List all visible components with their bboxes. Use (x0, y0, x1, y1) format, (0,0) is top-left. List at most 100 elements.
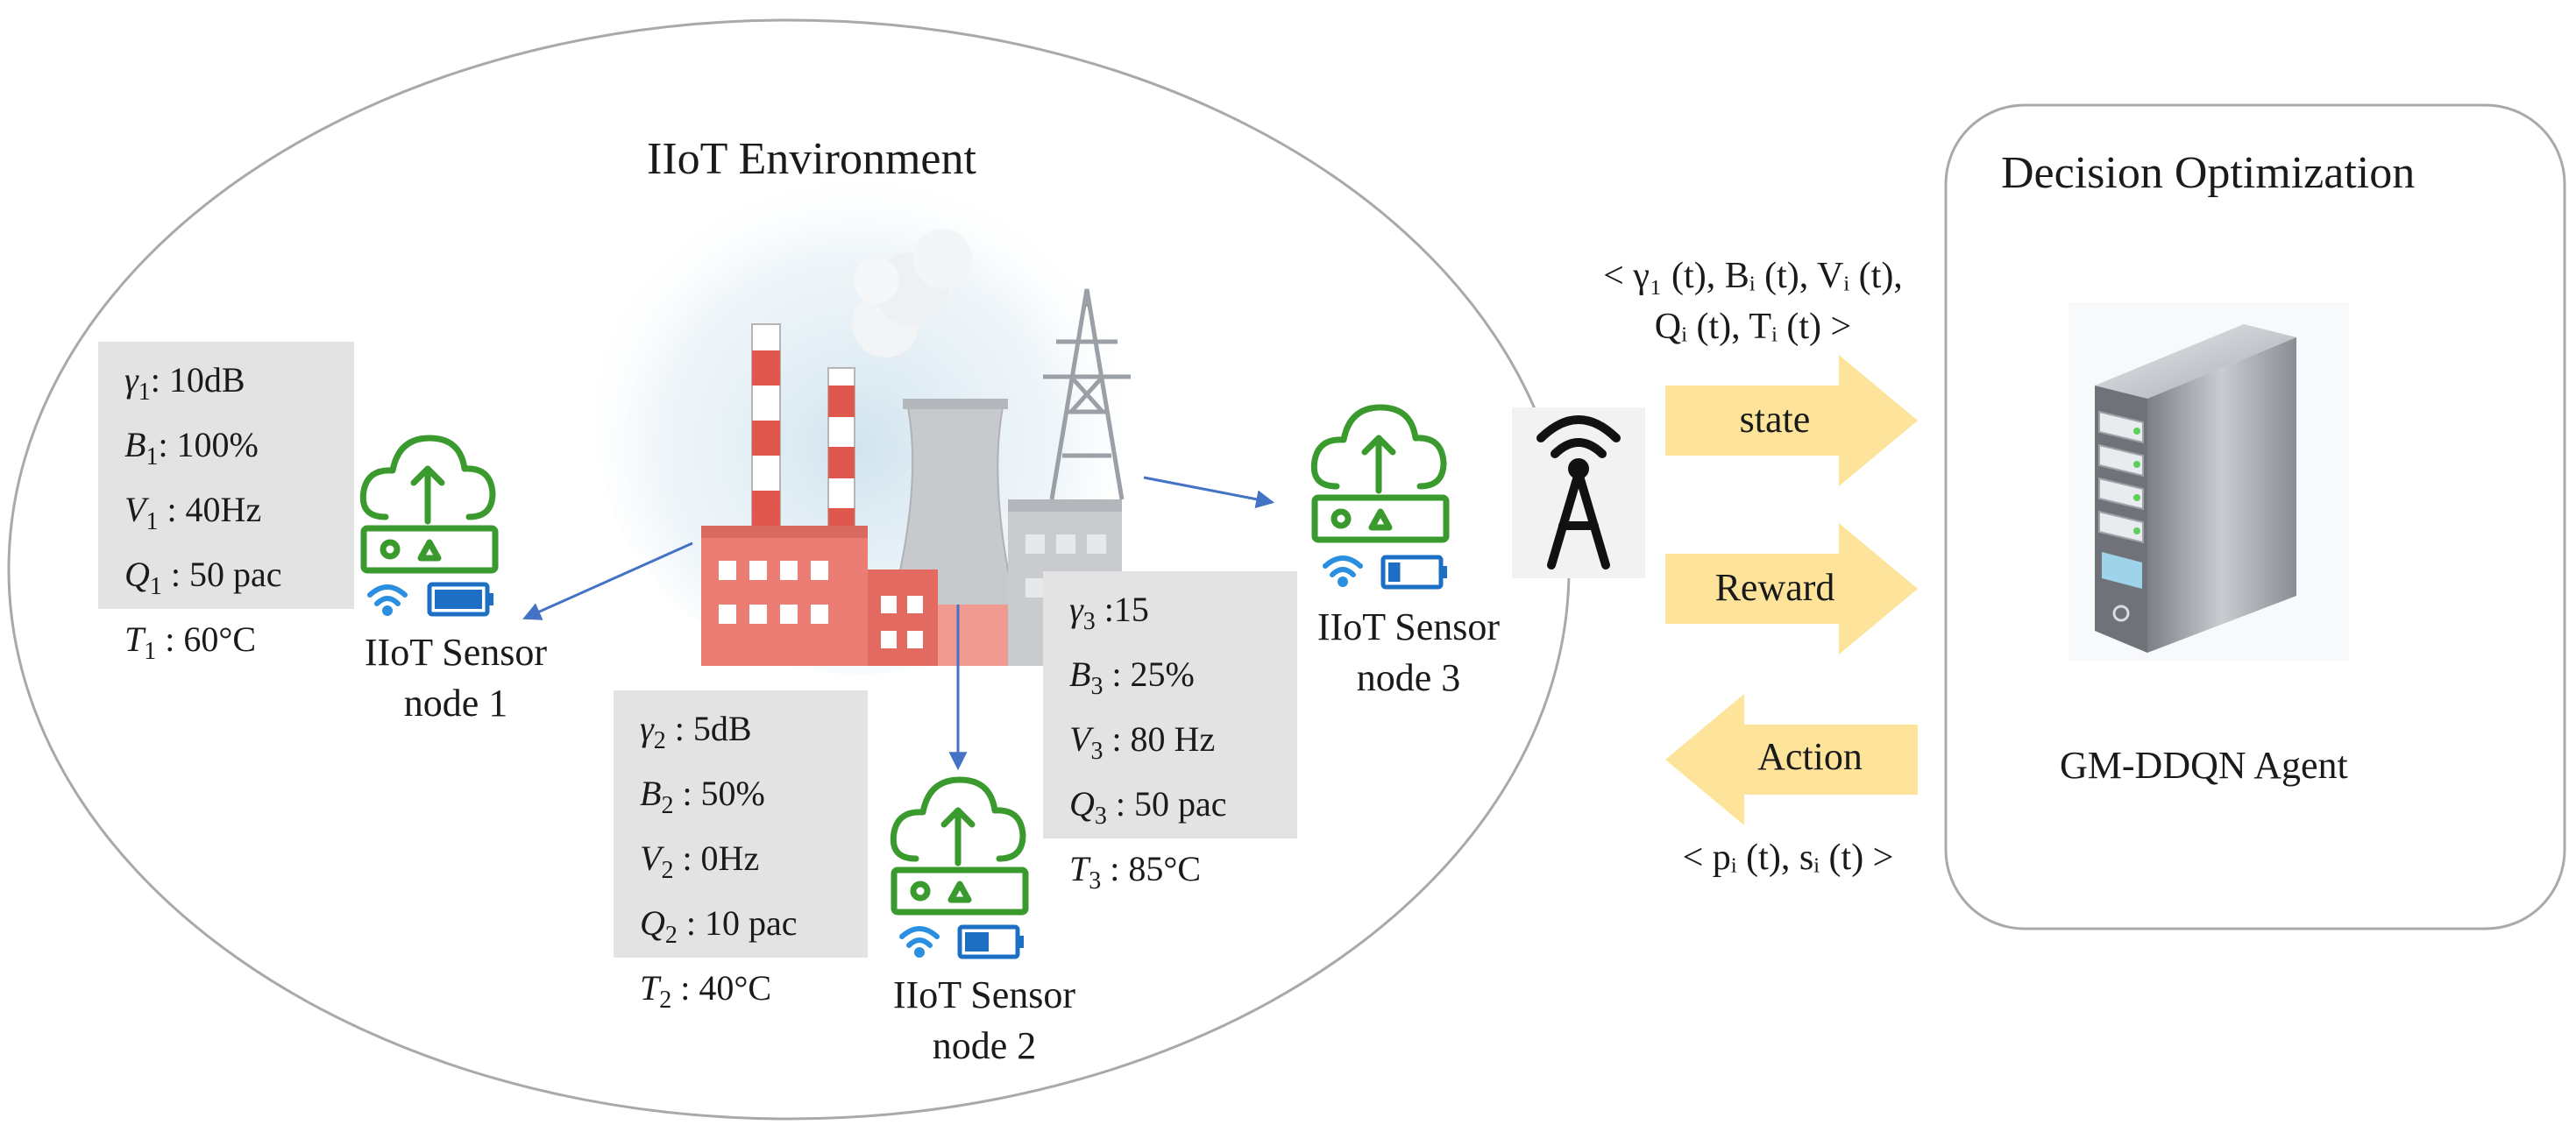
param-subscript: 1 (145, 508, 159, 535)
param-subscript: 1 (145, 443, 159, 470)
param-subscript: 3 (1090, 673, 1103, 700)
antenna-tower-icon (1512, 407, 1645, 578)
param-row: Q2 : 10 pac (640, 897, 845, 962)
param-subscript: 3 (1094, 803, 1107, 830)
state-tuple: < γ₁ (t), Bᵢ (t), Vᵢ (t), Qᵢ (t), Tᵢ (t)… (1551, 251, 1955, 352)
param-row: B3 : 25% (1069, 648, 1274, 713)
battery-icon (1380, 555, 1447, 590)
param-row: γ3 :15 (1069, 584, 1274, 648)
sensor-label-line1: IIoT Sensor (364, 631, 548, 674)
param-symbol: γ (124, 360, 138, 400)
param-subscript: 1 (138, 378, 151, 406)
param-value: : 0Hz (673, 838, 760, 878)
param-subscript: 2 (659, 987, 672, 1014)
reward-arrow (1665, 523, 1918, 654)
sensor-label-line1: IIoT Sensor (1316, 605, 1501, 648)
param-row: T3 : 85°C (1069, 843, 1274, 908)
wifi-icon (367, 584, 408, 616)
param-row: T1 : 60°C (124, 613, 331, 678)
param-symbol: B (124, 425, 146, 464)
param-symbol: T (124, 619, 145, 659)
param-row: γ2 : 5dB (640, 703, 845, 768)
param-row: T2 : 40°C (640, 962, 845, 1027)
param-subscript: 2 (664, 922, 678, 949)
param-symbol: T (1069, 849, 1089, 888)
sensor-2-params: γ2 : 5dB B2 : 50% V2 : 0Hz Q2 : 10 pac T… (614, 690, 868, 1014)
state-label: state (1739, 398, 1811, 441)
param-symbol: B (1069, 654, 1091, 694)
reward-label: Reward (1714, 566, 1835, 609)
param-value: : 85°C (1101, 849, 1202, 888)
param-subscript: 1 (144, 638, 157, 665)
battery-fill (1388, 562, 1401, 582)
sensor-2-label: IIoT Sensor node 2 (870, 970, 1098, 1072)
param-subscript: 2 (653, 727, 666, 754)
param-value: : 60°C (156, 619, 257, 659)
param-subscript: 3 (1082, 608, 1096, 635)
decision-panel (1944, 103, 2566, 930)
sensor-label-line2: node 1 (403, 682, 508, 725)
param-value: : 40Hz (158, 490, 262, 529)
param-value: : 80 Hz (1103, 719, 1216, 759)
sensor-label-line2: node 2 (932, 1024, 1037, 1067)
param-row: γ1: 10dB (124, 354, 331, 419)
param-value: : 50% (673, 774, 765, 813)
param-symbol: Q (124, 555, 150, 594)
param-value: : 50 pac (1106, 784, 1227, 824)
battery-fill (965, 932, 989, 952)
param-subscript: 3 (1089, 867, 1102, 895)
sensor-label-line2: node 3 (1356, 656, 1461, 699)
action-arrow (1665, 694, 1918, 825)
param-symbol: V (640, 838, 662, 878)
param-value: : 10 pac (677, 903, 798, 943)
param-row: V1 : 40Hz (124, 484, 331, 548)
state-tuple-line2: Qᵢ (t), Tᵢ (t) > (1654, 307, 1852, 347)
param-symbol: Q (640, 903, 665, 943)
param-symbol: B (640, 774, 662, 813)
cloud-upload-router-icon (890, 776, 1029, 916)
param-subscript: 1 (149, 573, 162, 600)
sensor-label-line1: IIoT Sensor (892, 973, 1076, 1016)
param-subscript: 2 (661, 857, 674, 884)
param-value: : 5dB (665, 709, 752, 748)
param-row: V2 : 0Hz (640, 832, 845, 897)
battery-icon (427, 582, 493, 617)
wifi-icon (899, 926, 940, 958)
param-symbol: γ (1069, 590, 1083, 629)
param-value: : 50 pac (161, 555, 282, 594)
environment-title: IIoT Environment (647, 134, 976, 184)
sensor-3-params: γ3 :15 B3 : 25% V3 : 80 Hz Q3 : 50 pac T… (1043, 571, 1297, 895)
param-subscript: 2 (661, 792, 674, 819)
param-symbol: T (640, 968, 660, 1008)
param-subscript: 3 (1090, 738, 1103, 765)
param-symbol: V (124, 490, 146, 529)
decision-title: Decision Optimization (2001, 148, 2416, 198)
arrow-to-node-3 (1143, 476, 1275, 509)
wifi-icon (1323, 555, 1363, 587)
sensor-1-label: IIoT Sensor node 1 (342, 627, 570, 729)
server-icon (2069, 302, 2349, 661)
arrow-to-node-1 (522, 541, 693, 620)
action-tuple: < pᵢ (t), sᵢ (t) > (1682, 838, 1894, 878)
state-arrow (1665, 355, 1918, 486)
sensor-1-params: γ1: 10dB B1: 100% V1 : 40Hz Q1 : 50 pac … (98, 342, 354, 665)
param-value: : 40°C (671, 968, 772, 1008)
battery-fill (435, 590, 482, 609)
param-row: Q1 : 50 pac (124, 548, 331, 613)
param-symbol: V (1069, 719, 1091, 759)
param-value: : 100% (158, 425, 259, 464)
param-row: V3 : 80 Hz (1069, 713, 1274, 778)
param-symbol: Q (1069, 784, 1095, 824)
cloud-upload-router-icon (1310, 404, 1450, 543)
param-value: :15 (1095, 590, 1149, 629)
param-row: B1: 100% (124, 419, 331, 484)
cloud-upload-router-icon (359, 435, 499, 574)
battery-icon (957, 924, 1024, 959)
param-value: : 25% (1103, 654, 1195, 694)
param-row: Q3 : 50 pac (1069, 778, 1274, 843)
action-label: Action (1757, 735, 1863, 778)
param-row: B2 : 50% (640, 768, 845, 832)
agent-label: GM-DDQN Agent (2060, 744, 2348, 787)
sensor-3-label: IIoT Sensor node 3 (1295, 602, 1522, 704)
param-symbol: γ (640, 709, 654, 748)
